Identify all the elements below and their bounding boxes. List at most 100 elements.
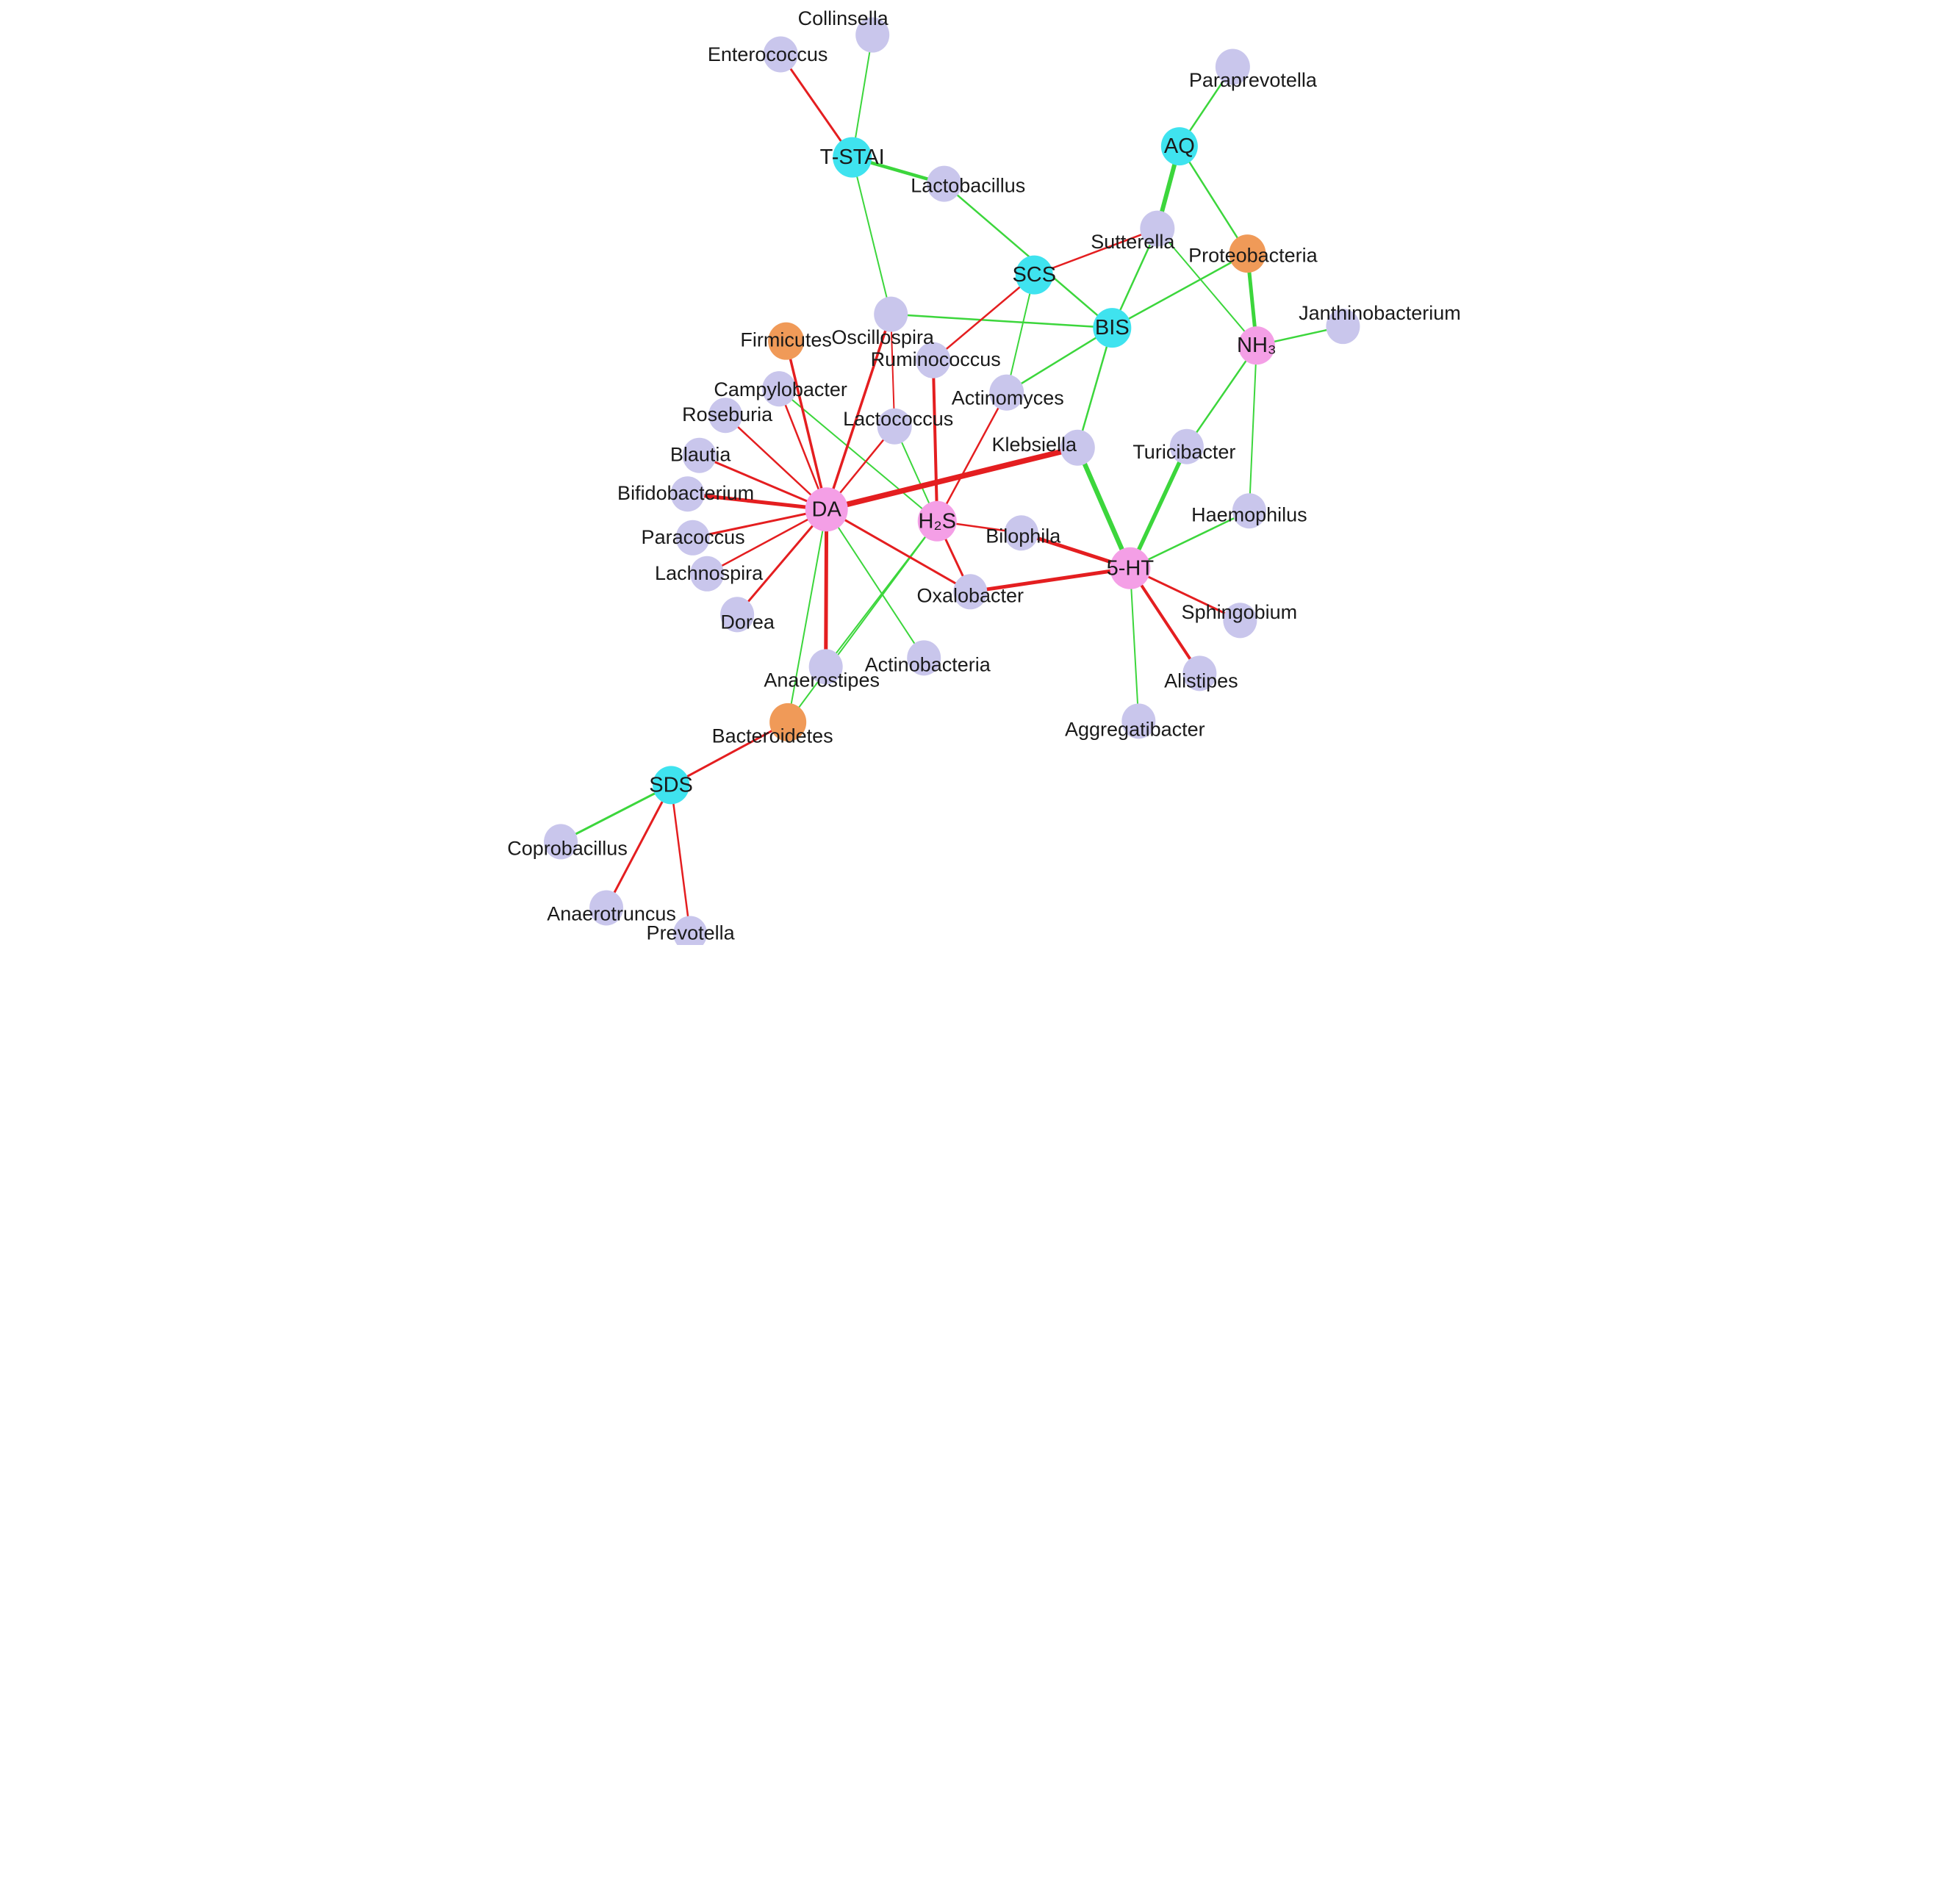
label-lactococcus: Lactococcus xyxy=(843,408,953,430)
label-bilophila: Bilophila xyxy=(986,525,1061,547)
node-t_stai xyxy=(832,137,872,178)
node-sds xyxy=(652,766,689,805)
label-sutterella: Sutterella xyxy=(1091,231,1175,253)
label-firmicutes: Firmicutes xyxy=(740,329,832,351)
genus-node-circle-turicibacter xyxy=(1169,428,1204,464)
genus-node-circle-oxalobacter xyxy=(952,574,987,610)
node-dorea xyxy=(719,597,754,633)
node-da xyxy=(805,487,848,532)
node-haemophilus xyxy=(1232,493,1266,529)
edge-da-klebsiella-negative xyxy=(823,445,1080,513)
label-turicibacter: Turicibacter xyxy=(1132,441,1235,463)
edge-collinsella-t_stai-positive xyxy=(851,34,873,159)
node-nh3 xyxy=(1238,326,1275,365)
edge-scs-sutterella-negative xyxy=(1033,227,1158,276)
node-aggregatibacter xyxy=(1121,703,1155,739)
edge-da-roseburia-negative xyxy=(724,414,828,511)
label-dorea: Dorea xyxy=(720,611,775,633)
edge-da-oxalobacter-negative xyxy=(825,508,972,593)
nodes-layer xyxy=(543,17,1360,946)
label-oxalobacter: Oxalobacter xyxy=(916,584,1024,606)
edge-scs-actinomyces-positive xyxy=(1005,274,1035,394)
edge-oscillospira-lactococcus-negative xyxy=(889,313,895,428)
label-anaerostipes: Anaerostipes xyxy=(764,669,880,691)
label-proteobacteria: Proteobacteria xyxy=(1188,245,1318,267)
genus-node-circle-sphingobium xyxy=(1222,603,1257,639)
genus-node-circle-lactococcus xyxy=(877,408,912,445)
label-aggregatibacter: Aggregatibacter xyxy=(1065,718,1205,740)
edge-ruminococcus-h2s-negative xyxy=(931,359,938,523)
node-bacteroidetes xyxy=(769,703,806,741)
node-anaerotruncus xyxy=(589,890,623,926)
label-sds: SDS xyxy=(649,773,693,797)
phylum-node-circle-firmicutes xyxy=(767,322,804,360)
edge-sutterella-nh3-positive xyxy=(1156,228,1257,347)
label-da: DA xyxy=(811,497,841,521)
edge-sds-anaerotruncus-negative xyxy=(605,783,672,909)
genus-node-circle-sutterella xyxy=(1139,210,1174,247)
label-collinsella: Collinsella xyxy=(797,7,889,29)
node-blautia xyxy=(682,437,717,473)
label-actinobacteria: Actinobacteria xyxy=(864,653,991,675)
edge-bis-klebsiella-positive xyxy=(1076,326,1113,449)
genus-node-circle-alistipes xyxy=(1182,655,1216,691)
scale-node-circle-sds xyxy=(652,766,689,805)
edge-turicibacter-five_ht-positive xyxy=(1127,444,1189,571)
genus-node-circle-dorea xyxy=(719,597,754,633)
edge-lactobacillus-bis-positive xyxy=(942,182,1113,329)
node-firmicutes xyxy=(767,322,804,360)
edge-haemophilus-five_ht-positive xyxy=(1129,510,1250,569)
node-oscillospira xyxy=(873,296,908,332)
scale-node-circle-scs xyxy=(1015,255,1053,295)
genus-node-circle-bifidobacterium xyxy=(670,476,705,512)
scale-node-circle-aq xyxy=(1160,127,1198,166)
genus-node-circle-collinsella xyxy=(855,17,889,53)
edge-five_ht-alistipes-negative xyxy=(1128,567,1201,675)
node-lachnospira xyxy=(689,556,724,592)
genus-node-circle-campylobacter xyxy=(761,371,796,407)
label-bifidobacterium: Bifidobacterium xyxy=(617,482,754,504)
node-coprobacillus xyxy=(543,824,578,860)
edge-da-bifidobacterium-negative xyxy=(685,492,828,511)
label-lactobacillus: Lactobacillus xyxy=(911,175,1025,197)
edge-da-paracoccus-negative xyxy=(691,508,828,539)
node-scs xyxy=(1015,255,1053,295)
label-enterococcus: Enterococcus xyxy=(707,43,828,65)
genus-node-circle-enterococcus xyxy=(763,36,798,73)
edge-da-actinobacteria-positive xyxy=(825,509,925,659)
label-klebsiella: Klebsiella xyxy=(991,434,1077,456)
genus-node-circle-haemophilus xyxy=(1232,493,1266,529)
node-proteobacteria xyxy=(1228,234,1266,273)
label-haemophilus: Haemophilus xyxy=(1191,503,1307,525)
phylum-node-circle-proteobacteria xyxy=(1228,234,1266,273)
edge-enterococcus-t_stai-negative xyxy=(779,53,853,159)
compound-node-circle-nh3 xyxy=(1238,326,1275,365)
node-sutterella xyxy=(1139,210,1174,247)
label-paracoccus: Paracoccus xyxy=(641,526,744,548)
edge-bis-actinomyces-positive xyxy=(1005,326,1113,394)
edge-da-anaerostipes-negative xyxy=(823,507,828,669)
label-paraprevotella: Paraprevotella xyxy=(1188,69,1317,91)
label-alistipes: Alistipes xyxy=(1164,669,1238,691)
scale-node-circle-t_stai xyxy=(832,137,872,178)
edge-nh3-haemophilus-positive xyxy=(1248,345,1257,512)
genus-node-circle-anaerostipes xyxy=(808,649,843,685)
network-graph-canvas: CollinsellaEnterococcusT-STAILactobacill… xyxy=(489,0,1471,946)
label-scs: SCS xyxy=(1012,263,1056,287)
label-bis: BIS xyxy=(1094,316,1129,339)
edge-da-firmicutes-negative xyxy=(784,339,828,511)
genus-node-circle-paraprevotella xyxy=(1215,48,1250,85)
node-oxalobacter xyxy=(952,574,987,610)
edge-klebsiella-five_ht-positive xyxy=(1074,445,1132,571)
edge-h2s-bacteroidetes-positive xyxy=(786,520,938,723)
node-lactococcus xyxy=(877,408,912,445)
node-collinsella xyxy=(855,17,889,53)
node-h2s xyxy=(917,500,957,542)
genus-node-circle-roseburia xyxy=(708,398,742,434)
genus-node-circle-lachnospira xyxy=(689,556,724,592)
edge-actinomyces-h2s-negative xyxy=(936,391,1008,522)
label-roseburia: Roseburia xyxy=(682,403,773,425)
edge-aq-proteobacteria-positive xyxy=(1178,145,1249,255)
genus-node-circle-aggregatibacter xyxy=(1121,703,1155,739)
label-nh3: NH₃ xyxy=(1237,334,1277,357)
